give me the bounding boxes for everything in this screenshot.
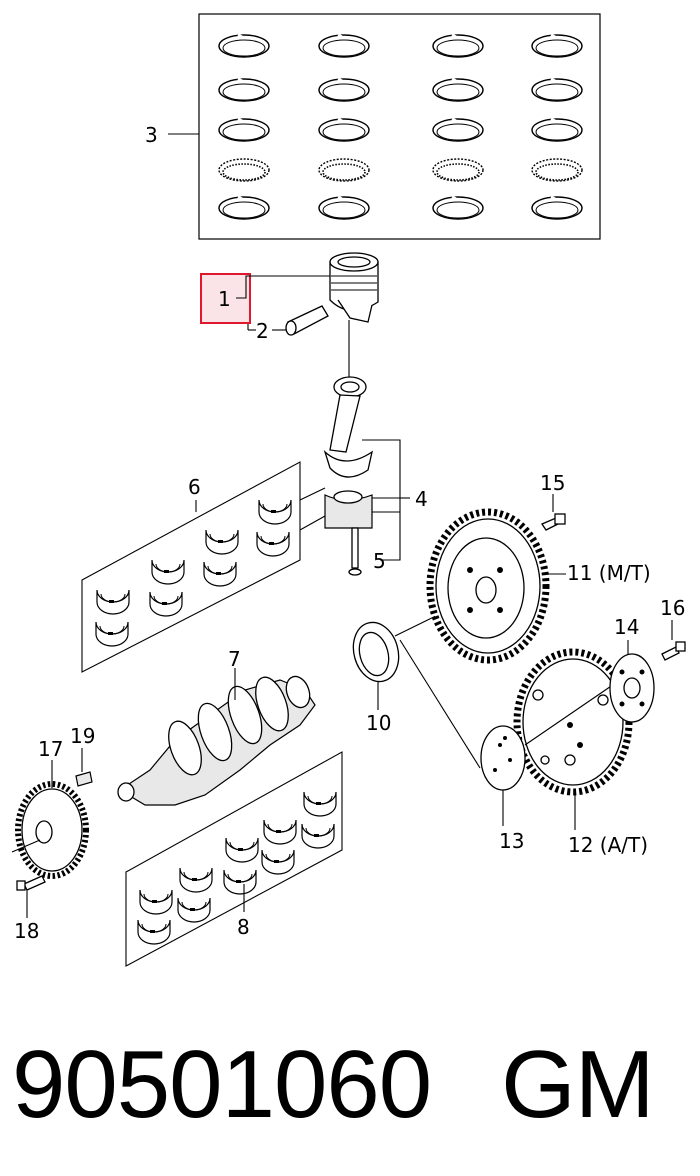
callout-3: 3 <box>145 123 158 147</box>
crankshaft[interactable] <box>117 668 316 806</box>
callout-8: 8 <box>237 915 250 939</box>
rod-bearing-set <box>81 461 326 673</box>
part-number: 90501060 <box>12 1031 432 1138</box>
piston-pin[interactable] <box>247 305 329 336</box>
drive-plate-adapter[interactable] <box>480 679 621 826</box>
callout-14: 14 <box>614 615 639 639</box>
sprocket-bolt[interactable] <box>16 875 46 918</box>
callout-4: 4 <box>415 487 428 511</box>
callout-1: 1 <box>218 287 231 311</box>
callout-13: 13 <box>499 829 524 853</box>
drive-plate-bolt[interactable] <box>661 620 686 661</box>
rear-oil-seal[interactable] <box>347 609 481 769</box>
callout-6: 6 <box>188 475 201 499</box>
flywheel-bolt[interactable] <box>541 494 566 531</box>
part-number-footer: 90501060 GM <box>12 1020 692 1150</box>
flywheel-mt[interactable] <box>426 508 566 664</box>
callout-7: 7 <box>228 647 241 671</box>
callout-11: 11 (M/T) <box>567 561 651 585</box>
woodruff-key[interactable] <box>75 748 93 787</box>
piston[interactable] <box>329 252 379 380</box>
brand-name: GM <box>501 1031 655 1138</box>
callout-2: 2 <box>256 319 269 343</box>
crankshaft-sprocket[interactable] <box>11 760 89 879</box>
callout-17: 17 <box>38 737 63 761</box>
callout-10: 10 <box>366 711 391 735</box>
callout-5: 5 <box>373 549 386 573</box>
reinforcement-plate[interactable] <box>609 640 655 723</box>
callout-15: 15 <box>540 471 565 495</box>
main-bearing-set <box>125 751 343 967</box>
callout-12: 12 (A/T) <box>568 833 648 857</box>
piston-ring-set <box>168 13 601 240</box>
connecting-rod[interactable] <box>323 376 373 576</box>
callout-18: 18 <box>14 919 39 943</box>
callout-19: 19 <box>70 724 95 748</box>
callout-16: 16 <box>660 596 685 620</box>
